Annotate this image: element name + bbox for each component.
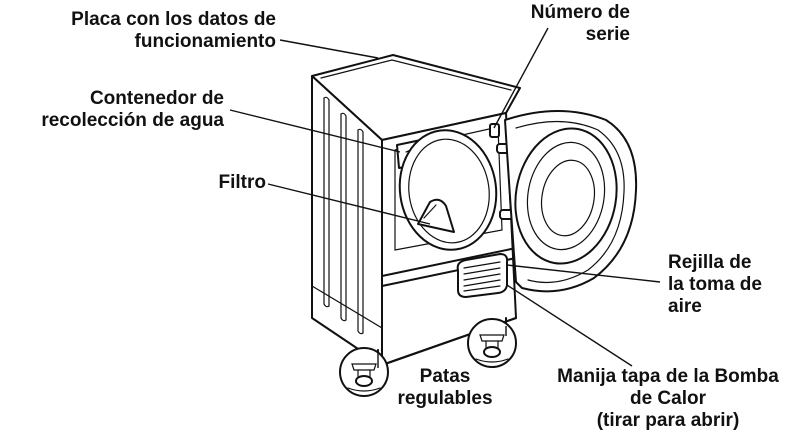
serial-number-tag [489, 123, 500, 138]
leader-serial-number [493, 27, 549, 129]
leader-heat-pump-handle [506, 284, 633, 367]
foot-detail-right [467, 318, 517, 368]
door-glass [514, 127, 618, 265]
open-door [504, 110, 638, 293]
leader-water-container [229, 109, 401, 153]
leader-rating-plate [279, 39, 379, 59]
leader-air-intake [506, 264, 661, 283]
label-water-container: Contenedor de recolección de agua [41, 88, 224, 131]
label-adjustable-feet: Patas regulables [397, 366, 493, 409]
label-air-intake-grille: Rejilla de la toma de aire [668, 252, 762, 317]
leader-filter [267, 183, 431, 225]
label-filter: Filtro [218, 172, 267, 193]
label-rating-plate: Placa con los datos de funcionamiento [71, 9, 276, 52]
leader-lines [229, 27, 661, 368]
label-serial-number: Número de serie [530, 2, 630, 45]
label-heat-pump-handle: Manija tapa de la Bomba de Calor (tirar … [557, 366, 779, 431]
foot-detail-left [339, 347, 389, 397]
dryer-illustration [311, 54, 521, 375]
